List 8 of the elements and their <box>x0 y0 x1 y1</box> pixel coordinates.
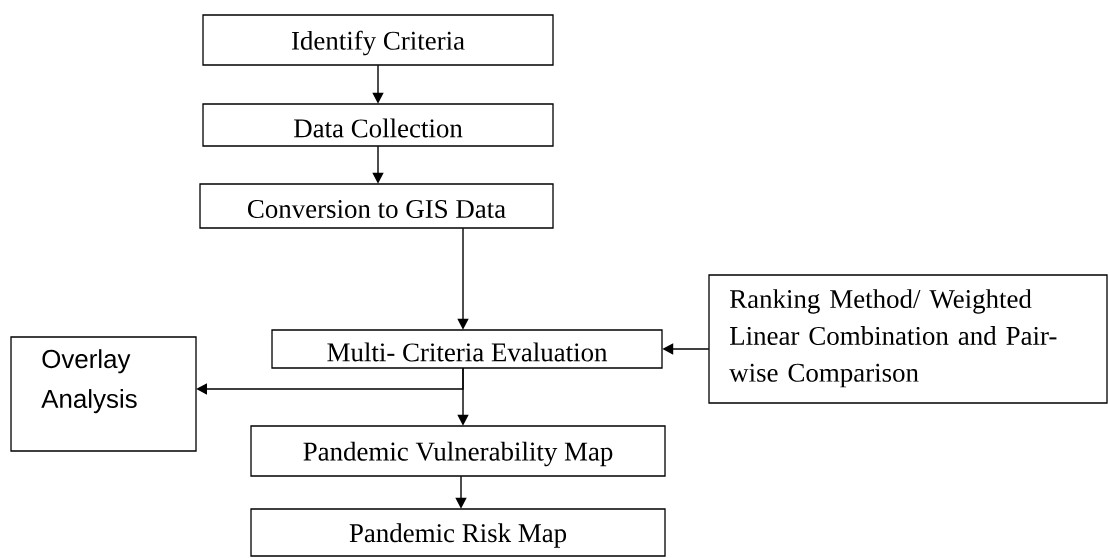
process-box: Ranking Method/ Weighted Linear Combination and Pair-wise Comparison <box>708 274 1108 404</box>
process-box: Pandemic Risk Map <box>250 508 666 557</box>
process-box: Pandemic Vulnerability Map <box>250 425 666 477</box>
process-box: Data Collection <box>202 103 554 147</box>
process-box: Overlay Analysis <box>10 336 197 452</box>
process-box: Identify Criteria <box>202 14 554 66</box>
process-box: Conversion to GIS Data <box>199 183 554 229</box>
process-box: Multi- Criteria Evaluation <box>271 329 663 369</box>
